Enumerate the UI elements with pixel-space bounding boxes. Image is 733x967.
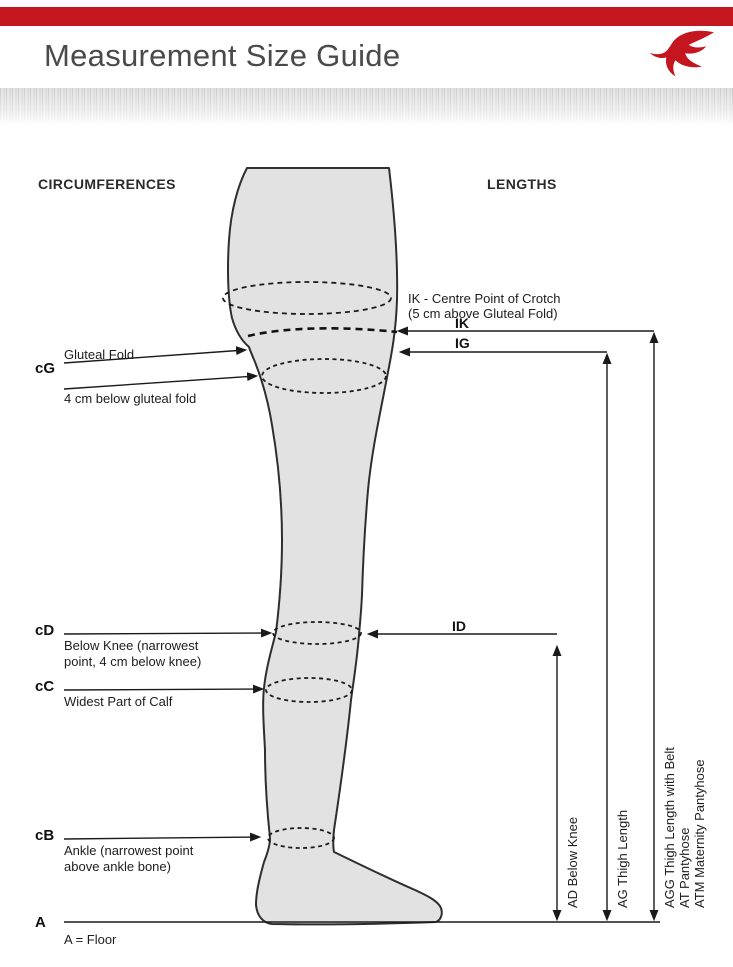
gluteal-fold-label: Gluteal Fold xyxy=(64,347,135,362)
floor-code: A xyxy=(35,914,46,931)
red-swallow-logo-icon xyxy=(646,28,716,80)
leg-silhouette xyxy=(227,167,443,926)
cb-code: cB xyxy=(35,827,55,844)
at-pantyhose-label: AT Pantyhose xyxy=(677,827,692,908)
ik-label: IK xyxy=(455,315,469,331)
crotch-note-line2: (5 cm above Gluteal Fold) xyxy=(408,306,558,321)
cc-arrow xyxy=(63,684,265,694)
agg-length-label: AGG Thigh Length with Belt xyxy=(662,747,677,908)
circumferences-header: CIRCUMFERENCES xyxy=(38,176,176,192)
id-label: ID xyxy=(452,618,466,634)
cc-label: Widest Part of Calf xyxy=(64,694,173,709)
cd-label: Below Knee (narrowest point, 4 cm below … xyxy=(64,638,202,669)
cg-arrow xyxy=(63,372,259,390)
cc-code: cC xyxy=(35,678,55,695)
cd-ellipse xyxy=(272,621,362,645)
cb-ellipse xyxy=(267,827,335,849)
cg-ellipse xyxy=(261,358,387,394)
cg-label: 4 cm below gluteal fold xyxy=(64,391,197,406)
ag-length-label: AG Thigh Length xyxy=(615,809,630,908)
cc-ellipse xyxy=(265,677,353,703)
decorative-striped-band xyxy=(0,88,733,126)
length-arrows xyxy=(366,326,659,922)
gluteal-fold-dashed-line xyxy=(247,327,398,338)
hip-circumference-dashes xyxy=(222,281,392,315)
ig-label: IG xyxy=(455,335,470,351)
circumference-arrows xyxy=(63,346,273,842)
floor-label: A = Floor xyxy=(64,932,117,947)
cd-arrow xyxy=(63,628,273,638)
agg-length-label-group: AGG Thigh Length with Belt AT Pantyhose … xyxy=(662,747,707,908)
top-accent-bar xyxy=(0,7,733,26)
cb-arrow xyxy=(63,832,262,842)
crotch-note-line1: IK - Centre Point of Crotch xyxy=(408,291,561,306)
lengths-header: LENGTHS xyxy=(487,176,557,192)
cb-label: Ankle (narrowest point above ankle bone) xyxy=(64,843,194,874)
ad-length-label: AD Below Knee xyxy=(565,816,580,908)
cg-code: cG xyxy=(35,360,56,377)
atm-maternity-label: ATM Maternity Pantyhose xyxy=(692,759,707,908)
cd-code: cD xyxy=(35,622,55,639)
page-title: Measurement Size Guide xyxy=(44,38,401,73)
